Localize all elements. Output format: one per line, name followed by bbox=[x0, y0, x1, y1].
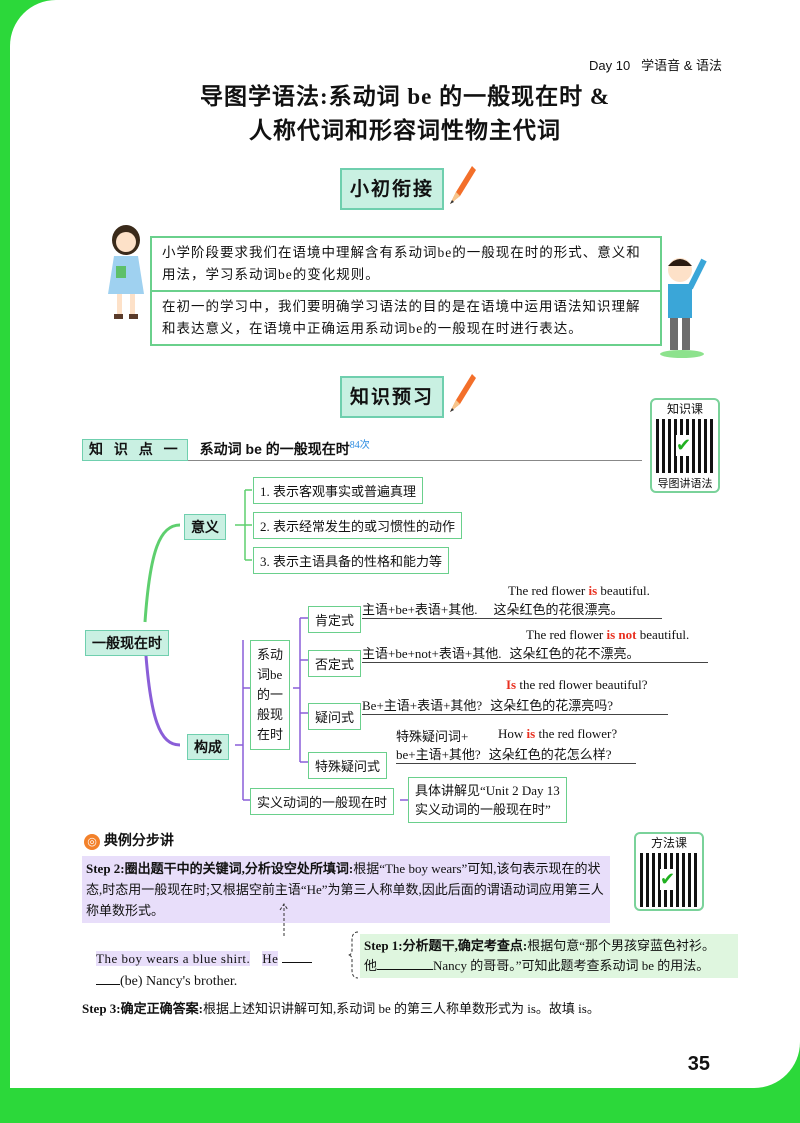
title-line-1: 导图学语法:系动词 be 的一般现在时 & bbox=[199, 84, 611, 109]
page-number: 35 bbox=[687, 1053, 710, 1075]
blank-1[interactable] bbox=[282, 962, 313, 963]
qr-bottom-label: 导图讲语法 bbox=[657, 477, 713, 490]
page-title: 导图学语法:系动词 be 的一般现在时 & 人称代词和形容词性物主代词 bbox=[10, 80, 800, 148]
knowledge-point-label: 知 识 点 一 bbox=[82, 439, 188, 462]
meaning-item-2: 2. 表示经常发生的或习惯性的动作 bbox=[253, 512, 463, 539]
arrow-connector bbox=[279, 903, 289, 936]
boy-illustration bbox=[660, 258, 707, 358]
example-heading: ◎ 典例分步讲 bbox=[84, 830, 174, 850]
form-question: 疑问式 bbox=[308, 703, 362, 730]
sentence-part-2: (be) Nancy's brother. bbox=[120, 974, 238, 989]
pencil-icon bbox=[450, 374, 476, 412]
banner-bridge: 小初衔接 bbox=[340, 168, 444, 210]
node-structure: 构成 bbox=[187, 734, 229, 760]
example-sentence-2: (be) Nancy's brother. bbox=[96, 974, 237, 990]
negative-formula: 主语+be+not+表语+其他.这朵红色的花不漂亮。 bbox=[362, 643, 708, 663]
example-sentence: The boy wears a blue shirt. He bbox=[96, 948, 313, 969]
blank-2[interactable] bbox=[377, 969, 434, 970]
title-line-2: 人称代词和形容词性物主代词 bbox=[249, 118, 561, 143]
running-header: Day 10 学语音 & 语法 bbox=[589, 55, 722, 74]
meaning-item-1: 1. 表示客观事实或普遍真理 bbox=[253, 477, 424, 504]
node-be-present: 系动词be的一般现在时 bbox=[250, 640, 290, 750]
node-meaning: 意义 bbox=[184, 514, 226, 540]
qr-method-lesson[interactable]: 方法课 ✔ bbox=[634, 832, 704, 911]
sentence-subject: He bbox=[262, 951, 279, 966]
mindmap-root: 一般现在时 bbox=[85, 630, 169, 656]
meaning-item-3: 3. 表示主语具备的性格和能力等 bbox=[253, 547, 450, 574]
sentence-part-1: The boy wears a blue shirt. bbox=[96, 951, 251, 966]
example-icon: ◎ bbox=[84, 834, 100, 850]
knowledge-point-header: 知 识 点 一 系动词 be 的一般现在时84次 bbox=[82, 436, 642, 462]
knowledge-point-title: 系动词 be 的一般现在时 bbox=[199, 441, 350, 458]
form-wh-question: 特殊疑问式 bbox=[308, 752, 388, 779]
form-affirmative: 肯定式 bbox=[308, 606, 362, 633]
wh-example: How is the red flower? bbox=[498, 726, 618, 741]
girl-illustration bbox=[108, 225, 144, 319]
affirmative-formula: 主语+be+表语+其他.这朵红色的花很漂亮。 bbox=[362, 599, 662, 619]
wh-formula-line-2: be+主语+其他?这朵红色的花怎么样? bbox=[396, 744, 636, 764]
day-label: Day 10 bbox=[589, 58, 631, 73]
page: Day 10 学语音 & 语法 导图学语法:系动词 be 的一般现在时 & 人称… bbox=[10, 0, 800, 1088]
question-example: Is the red flower beautiful? bbox=[506, 677, 648, 692]
node-lexical-verb: 实义动词的一般现在时 bbox=[250, 788, 395, 815]
qr-code-icon: ✔ bbox=[656, 419, 714, 473]
wh-formula-line-1: 特殊疑问词+ bbox=[396, 729, 469, 744]
speech-bubble-primary: 小学阶段要求我们在语境中理解含有系动词be的一般现在时的形式、意义和用法，学习系… bbox=[150, 236, 662, 292]
step-2-box: Step 2:圈出题干中的关键词,分析设空处所填词:根据“The boy wea… bbox=[82, 856, 610, 923]
step-3: Step 3:确定正确答案:根据上述知识讲解可知,系动词 be 的第三人称单数形… bbox=[82, 1001, 600, 1016]
qr-top-label: 知识课 bbox=[666, 402, 703, 416]
blank-1-cont[interactable] bbox=[96, 984, 120, 985]
section-label: 学语音 & 语法 bbox=[641, 58, 722, 73]
frequency-count: 84次 bbox=[349, 440, 370, 451]
banner-preview: 知识预习 bbox=[340, 376, 444, 418]
qr-code-icon: ✔ bbox=[640, 853, 698, 907]
qr-knowledge-lesson[interactable]: 知识课 ✔ 导图讲语法 bbox=[650, 398, 720, 493]
negative-example: The red flower is not beautiful. bbox=[526, 627, 690, 642]
form-negative: 否定式 bbox=[308, 650, 362, 677]
speech-bubble-junior: 在初一的学习中，我们要明确学习语法的目的是在语境中运用语法知识理解和表达意义，在… bbox=[150, 290, 662, 346]
pencil-icon bbox=[450, 166, 476, 204]
mindmap-connectors bbox=[143, 489, 408, 801]
question-formula: Be+主语+表语+其他?这朵红色的花漂亮吗? bbox=[362, 695, 668, 715]
affirmative-example: The red flower is beautiful. bbox=[508, 583, 650, 598]
qr-top-label: 方法课 bbox=[650, 836, 687, 850]
